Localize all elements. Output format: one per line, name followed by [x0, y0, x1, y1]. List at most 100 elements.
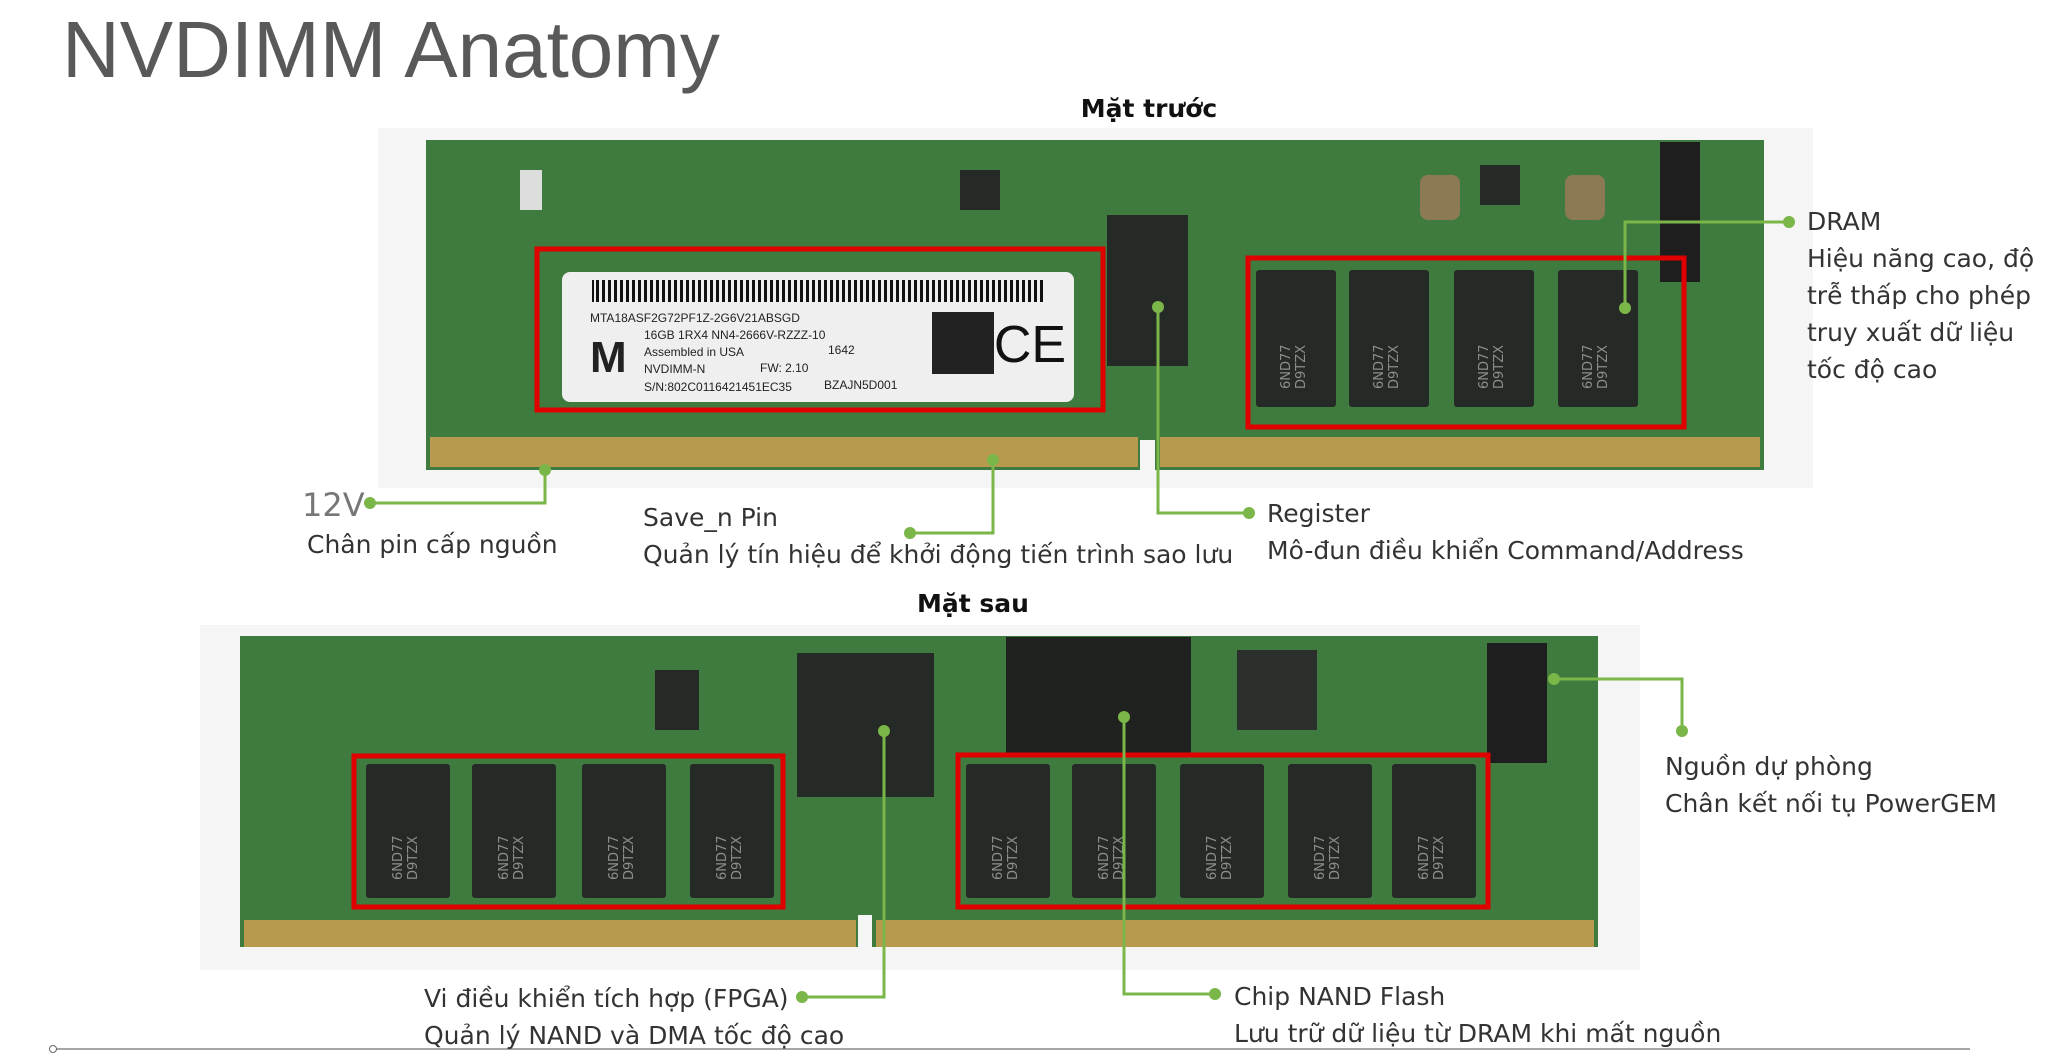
chip-marking: D9TZX — [1294, 345, 1309, 389]
leader-dot — [1209, 988, 1221, 1000]
divider-end-dot — [49, 1045, 57, 1053]
barcode-bar — [956, 280, 959, 302]
callout-dram-title: DRAM — [1807, 207, 1882, 236]
leader-dot — [1118, 711, 1130, 723]
chip-marking: 6ND77 — [391, 835, 406, 880]
leader-dot — [796, 991, 808, 1003]
chip-marking: D9TZX — [1328, 836, 1343, 880]
barcode-bar — [632, 280, 635, 302]
chip-marking: D9TZX — [512, 836, 527, 880]
micron-logo-icon: M — [590, 333, 627, 382]
barcode-bar — [908, 280, 911, 302]
barcode-bar — [710, 280, 713, 302]
barcode-bar — [794, 280, 797, 302]
barcode-bar — [650, 280, 653, 302]
barcode-bar — [692, 280, 695, 302]
barcode-bar — [914, 280, 917, 302]
barcode-bar — [662, 280, 665, 302]
barcode-bar — [998, 280, 1001, 302]
barcode-bar — [752, 280, 755, 302]
barcode-bar — [734, 280, 737, 302]
chip-marking: D9TZX — [1432, 836, 1447, 880]
barcode-bar — [974, 280, 977, 302]
barcode-bar — [596, 280, 599, 302]
inductor — [1420, 175, 1460, 220]
highlight-box-sticker — [534, 246, 1106, 413]
sticker-part-number: MTA18ASF2G72PF1Z-2G6V21ABSGD — [590, 311, 800, 325]
barcode-bar — [962, 280, 965, 302]
barcode-bar — [722, 280, 725, 302]
chip-marking: D9TZX — [1220, 836, 1235, 880]
callout-nand-desc: Lưu trữ dữ liệu từ DRAM khi mất nguồn — [1234, 1019, 1722, 1048]
product-sticker: CE M MTA18ASF2G72PF1Z-2G6V21ABSGD 16GB 1… — [562, 272, 1074, 402]
leader-dot — [1152, 301, 1164, 313]
callout-12v-title: 12V — [302, 486, 365, 524]
component — [655, 670, 699, 730]
datamatrix-code — [932, 312, 994, 374]
leader-dot — [1548, 673, 1560, 685]
barcode-bar — [872, 280, 875, 302]
barcode-bar — [1004, 280, 1007, 302]
chip-marking: 6ND77 — [1205, 835, 1220, 880]
front-gold-contacts-left — [430, 437, 1138, 467]
barcode-bar — [704, 280, 707, 302]
barcode-bar — [1016, 280, 1019, 302]
page-title: NVDIMM Anatomy — [62, 5, 720, 94]
barcode-bar — [746, 280, 749, 302]
highlight-box-back-dram-left — [351, 753, 786, 910]
barcode-bar — [992, 280, 995, 302]
leader-line-backup-power — [1554, 677, 1684, 731]
callout-dram-desc-1: Hiệu năng cao, độ — [1807, 244, 2035, 273]
barcode-bar — [728, 280, 731, 302]
leader-dot — [987, 454, 999, 466]
sticker-code: BZAJN5D001 — [824, 378, 898, 392]
callout-register-desc: Mô-đun điều khiển Command/Address — [1267, 536, 1744, 565]
barcode-bar — [920, 280, 923, 302]
barcode-bar — [740, 280, 743, 302]
barcode-bar — [638, 280, 641, 302]
callout-nand-title: Chip NAND Flash — [1234, 982, 1446, 1011]
callout-dram-desc-2: trễ thấp cho phép — [1807, 281, 2031, 310]
barcode-bar — [626, 280, 629, 302]
barcode-bar — [878, 280, 881, 302]
chip-marking: 6ND77 — [991, 835, 1006, 880]
nand-flash-chip — [1006, 637, 1191, 757]
barcode-bar — [592, 280, 594, 302]
chip-marking: 6ND77 — [607, 835, 622, 880]
chip-marking: 6ND77 — [1313, 835, 1328, 880]
barcode-bar — [614, 280, 617, 302]
chip-marking: D9TZX — [730, 836, 745, 880]
barcode-bar — [980, 280, 983, 302]
barcode-bar — [698, 280, 701, 302]
front-module: CE M MTA18ASF2G72PF1Z-2G6V21ABSGD 16GB 1… — [378, 128, 1813, 488]
barcode-bar — [896, 280, 899, 302]
sticker-date: 1642 — [828, 343, 855, 357]
barcode-bar — [764, 280, 767, 302]
leader-line-nand — [1122, 717, 1215, 996]
highlight-box-front-dram — [1245, 255, 1687, 430]
barcode-bar — [602, 280, 605, 302]
leader-dot — [1243, 507, 1255, 519]
barcode-bar — [812, 280, 815, 302]
callout-fpga-title: Vi điều khiển tích hợp (FPGA) — [424, 984, 789, 1013]
powergem-connector-back — [1487, 643, 1547, 763]
sticker-type: NVDIMM-N — [644, 362, 705, 376]
chip-marking: 6ND77 — [1417, 835, 1432, 880]
barcode-bar — [620, 280, 623, 302]
callout-register-title: Register — [1267, 499, 1370, 528]
leader-dot — [364, 497, 376, 509]
barcode-bar — [950, 280, 953, 302]
barcode-bar — [788, 280, 791, 302]
barcode-bar — [926, 280, 929, 302]
leader-dot — [1783, 216, 1795, 228]
